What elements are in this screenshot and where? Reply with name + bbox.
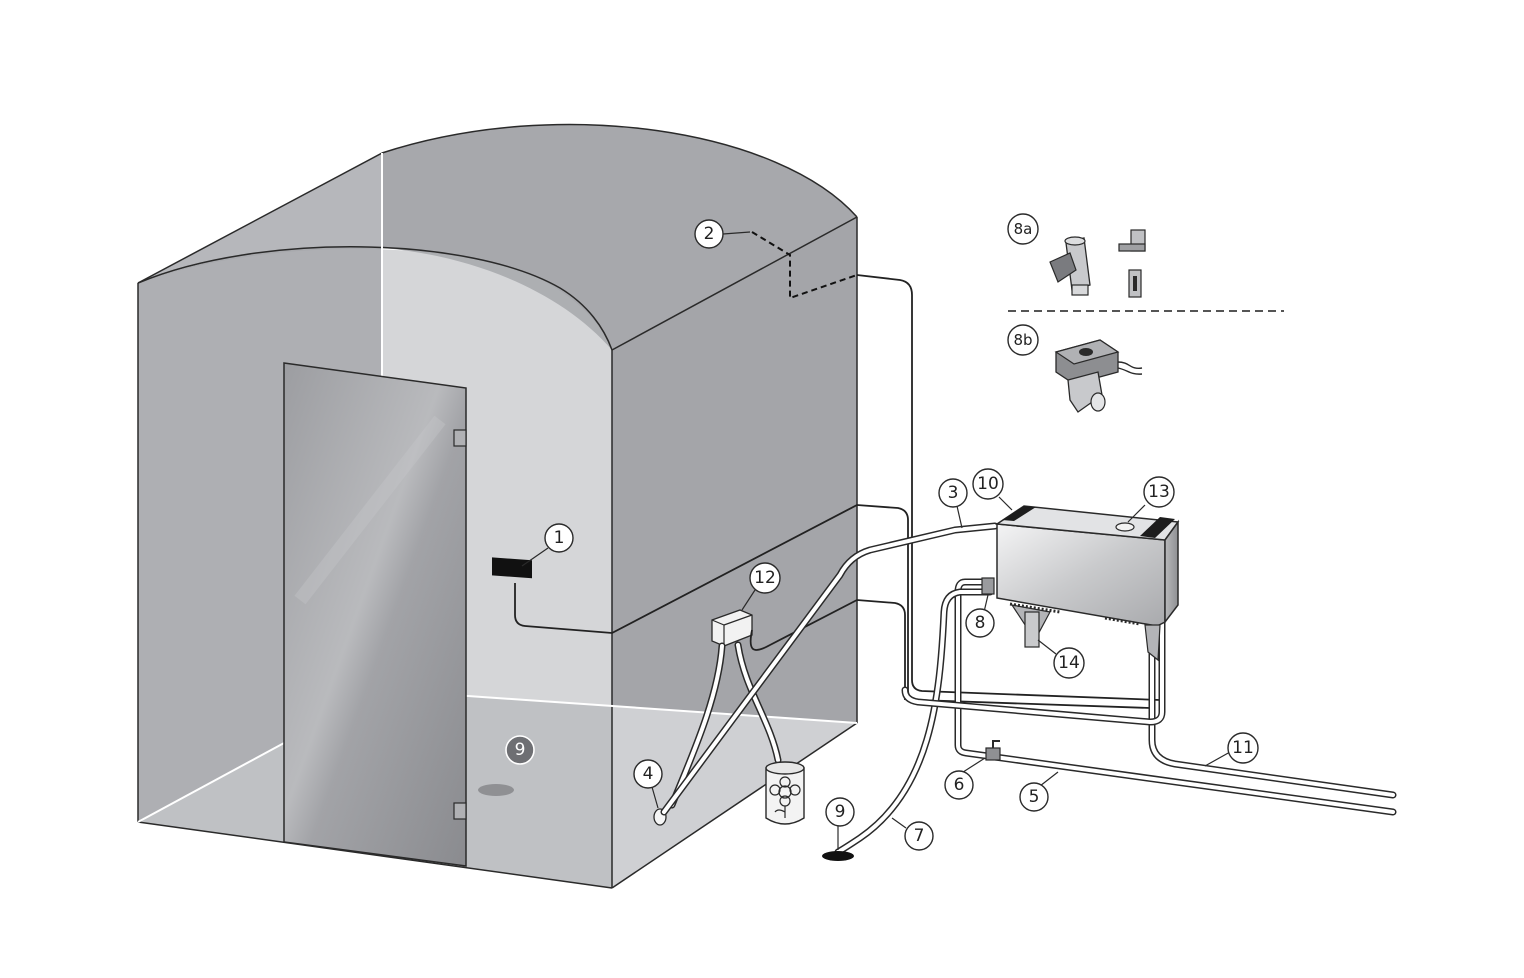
- callout-5-label: 5: [1029, 787, 1040, 807]
- callout-1: 1: [544, 523, 574, 553]
- generator-top-cap: [1115, 522, 1135, 532]
- callout-10: 10: [972, 468, 1004, 500]
- callout-11-label: 11: [1232, 738, 1254, 758]
- drain-pipe: [836, 590, 992, 854]
- water-inlet-pipe: [956, 580, 1395, 814]
- callout-8-label: 8: [975, 613, 986, 633]
- callout-8b: 8b: [1007, 324, 1039, 356]
- steam-pipe: [662, 524, 997, 814]
- callout-8: 8: [965, 608, 995, 638]
- callout-7-label: 7: [914, 826, 925, 846]
- junction-box: [711, 609, 753, 647]
- room-edge-right-bottom: [611, 722, 858, 889]
- callout-14: 14: [1053, 647, 1085, 679]
- solenoid-valve-8b: [1054, 339, 1143, 413]
- callout-4-label: 4: [643, 764, 654, 784]
- callout-6-label: 6: [954, 775, 965, 795]
- room-vault-top: [382, 124, 857, 350]
- control-panel: [492, 557, 532, 579]
- fragrance-cup: [765, 761, 805, 825]
- power-cable: [1150, 618, 1395, 797]
- junction-box-cable: [749, 599, 906, 700]
- valve-bracket-8a: [1118, 229, 1146, 298]
- callout-9-room: 9: [505, 735, 535, 765]
- callout-14-label: 14: [1058, 653, 1080, 673]
- callout-8a-label: 8a: [1014, 220, 1033, 238]
- callout-11: 11: [1227, 732, 1259, 764]
- callout-2-label: 2: [704, 224, 715, 244]
- solenoid-valve: [981, 577, 995, 595]
- room-edge-vault-front: [137, 246, 613, 351]
- callout-3-label: 3: [948, 483, 959, 503]
- callout-7: 7: [904, 821, 934, 851]
- steam-room: [137, 123, 1161, 889]
- callout-8b-label: 8b: [1013, 331, 1032, 349]
- callout-1-label: 1: [554, 528, 565, 548]
- callout-10-label: 10: [977, 474, 999, 494]
- room-edge-bottom: [137, 821, 613, 889]
- room-edge-vault-back: [381, 123, 858, 218]
- temperature-sensor-cable: [751, 231, 858, 300]
- callout-9-floor-label: 9: [835, 802, 846, 822]
- manual-valve-8a: [1049, 236, 1091, 296]
- door-hinge-top: [453, 429, 467, 447]
- callout-2: 2: [694, 219, 724, 249]
- callout-13: 13: [1143, 476, 1175, 508]
- door-hinge-bottom: [453, 802, 467, 820]
- steam-generator: [981, 505, 1180, 662]
- callout-3: 3: [938, 478, 968, 508]
- control-cable-bundle: [903, 618, 1164, 724]
- callout-5: 5: [1019, 782, 1049, 812]
- callout-12-label: 12: [754, 568, 776, 588]
- callout-9-room-label: 9: [515, 740, 526, 760]
- manual-shutoff-valve: [985, 740, 1001, 761]
- room-edge-right-top: [611, 216, 858, 351]
- callout-9-floor: 9: [825, 797, 855, 827]
- sensor-cable-outside: [856, 274, 1161, 701]
- callout-8a: 8a: [1007, 213, 1039, 245]
- floor-drain: [822, 851, 854, 861]
- callout-12: 12: [749, 562, 781, 594]
- glass-door: [283, 362, 467, 867]
- room-edge-left-top: [137, 152, 383, 284]
- drain-valve: [1024, 611, 1040, 648]
- callout-6: 6: [944, 770, 974, 800]
- room-floor-drain: [478, 784, 514, 796]
- callout-13-label: 13: [1148, 482, 1170, 502]
- callout-4: 4: [633, 759, 663, 789]
